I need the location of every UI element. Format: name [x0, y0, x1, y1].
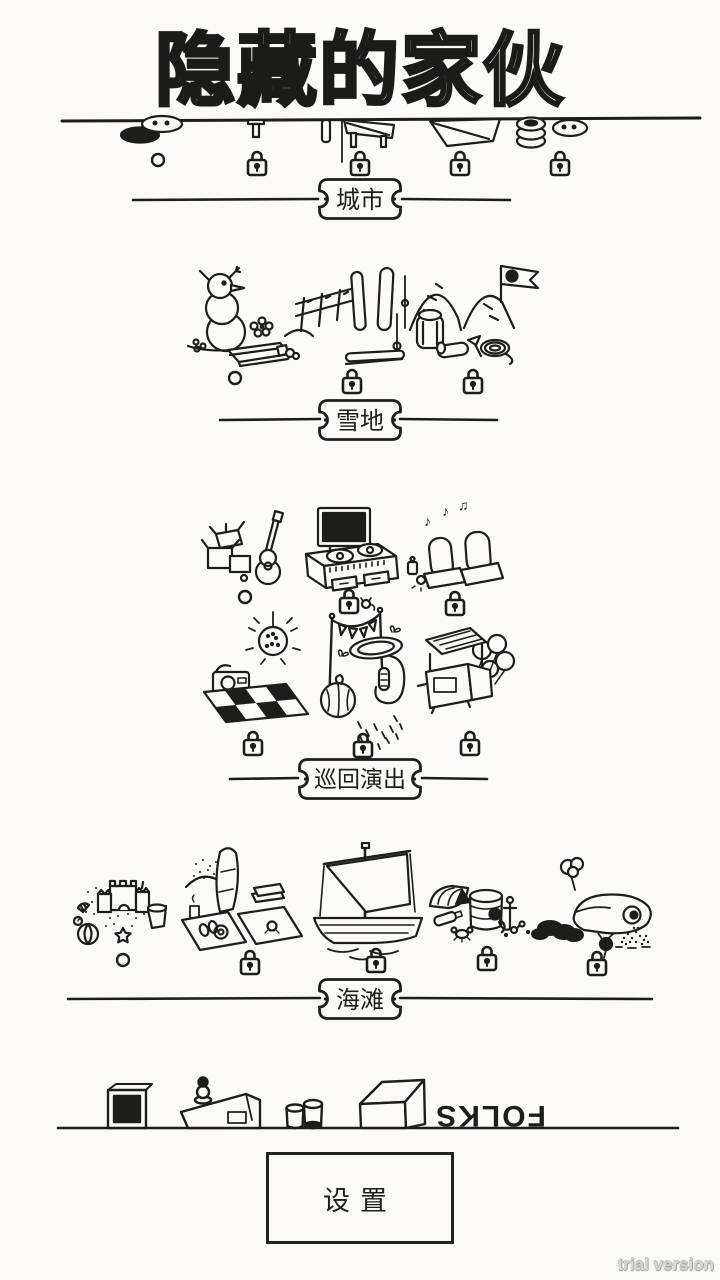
level-beach-whale[interactable]: [531, 856, 652, 977]
unlocked-marker: [237, 589, 253, 605]
snow-section-art: [186, 264, 540, 395]
divider-line: [400, 197, 512, 202]
unlocked-marker: [227, 370, 243, 386]
lock-icon: [338, 588, 360, 615]
lock-icon: [239, 949, 261, 976]
banner-beach: 海滩: [66, 978, 654, 1020]
lock-icon: [459, 730, 481, 757]
divider-line: [131, 197, 320, 202]
preview-desk[interactable]: [179, 1076, 262, 1130]
level-snow-ski-fence[interactable]: [276, 266, 410, 395]
unlocked-marker: [115, 952, 131, 968]
section-label-snow: 雪地: [336, 408, 384, 435]
divider-line: [228, 776, 300, 781]
level-snow-snowman[interactable]: [186, 265, 292, 386]
lock-icon: [341, 368, 363, 395]
city-section-art: [60, 114, 702, 177]
level-city-ramp[interactable]: [428, 117, 502, 177]
divider-line: [218, 417, 322, 422]
lock-icon: [444, 590, 466, 617]
preview-box[interactable]: [358, 1078, 427, 1130]
settings-button[interactable]: 设置: [266, 1152, 454, 1244]
unlocked-marker: [150, 152, 166, 168]
lock-icon: [549, 150, 571, 177]
lock-icon: [242, 730, 264, 757]
lock-icon: [246, 150, 268, 177]
divider-line: [66, 996, 322, 1001]
music-note: ♪: [442, 503, 449, 519]
divider-line: [398, 996, 654, 1001]
level-snow-mountain-camp[interactable]: [408, 264, 540, 395]
page-title: 隐藏的家伙: [153, 24, 565, 116]
settings-button-label: 设置: [323, 1185, 397, 1216]
level-tour-picnic-disco[interactable]: [202, 611, 310, 757]
level-city-billboard[interactable]: [320, 118, 396, 177]
divider-line: [420, 776, 489, 781]
lock-icon: [462, 368, 484, 395]
level-beach-sandcastle[interactable]: [72, 879, 168, 968]
banner-snow: 雪地: [218, 399, 499, 441]
level-tour-stage-tent[interactable]: [319, 606, 406, 759]
level-city-tire-stack[interactable]: [515, 116, 589, 177]
level-tour-boxes-guitar[interactable]: [200, 510, 284, 605]
banner-city: 城市: [131, 178, 512, 220]
level-beach-towels[interactable]: [180, 847, 304, 976]
lock-icon: [586, 950, 608, 977]
level-tour-dj-booth[interactable]: [304, 506, 400, 615]
section-label-city: 城市: [336, 187, 384, 214]
lock-icon: [349, 150, 371, 177]
banner-tour: 巡回演出: [228, 758, 489, 800]
tour-section-art: ♪ ♪ ♫: [200, 498, 516, 759]
divider-line: [398, 417, 499, 422]
preview-folks-letters[interactable]: FOLKS: [434, 1099, 546, 1132]
level-city-street-sign[interactable]: [246, 118, 268, 177]
level-tour-food-stand[interactable]: [416, 626, 516, 757]
music-note: ♪: [424, 513, 431, 529]
lock-icon: [476, 945, 498, 972]
lock-icon: [352, 732, 374, 759]
level-beach-barrel-chest[interactable]: [428, 884, 531, 972]
trial-version-watermark: trial version: [617, 1255, 714, 1274]
level-tour-concert-seats[interactable]: ♪ ♪ ♫: [406, 498, 505, 617]
section-label-beach: 海滩: [336, 987, 384, 1014]
music-note: ♫: [458, 498, 469, 513]
next-section-preview: FOLKS: [56, 1076, 680, 1132]
level-city-manhole[interactable]: [119, 114, 184, 168]
section-label-tour: 巡回演出: [314, 766, 406, 792]
folks-text: FOLKS: [434, 1099, 546, 1132]
beach-section-art: [72, 842, 652, 977]
level-beach-sailboat[interactable]: [312, 842, 424, 974]
preview-picture-frame[interactable]: [106, 1083, 153, 1130]
lock-icon: [449, 150, 471, 177]
preview-pots[interactable]: [285, 1098, 324, 1130]
